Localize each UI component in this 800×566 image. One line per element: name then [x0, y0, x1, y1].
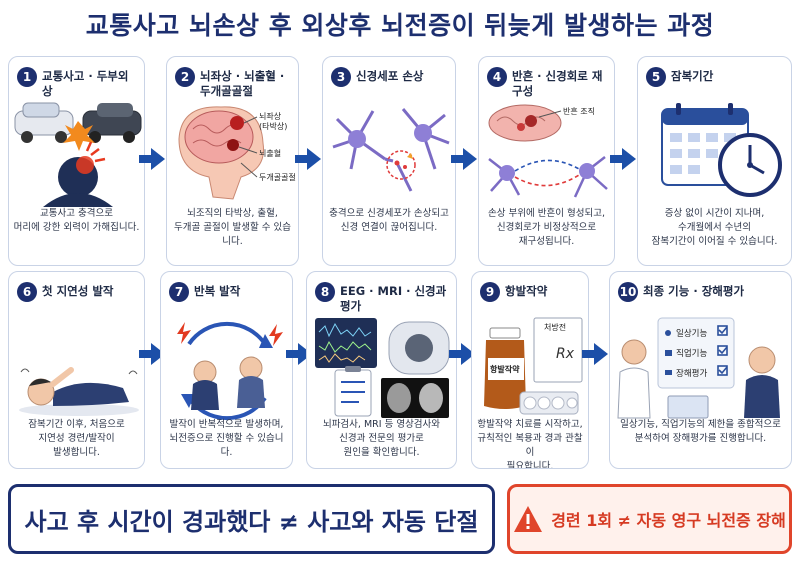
warning-text: 경련 1회 ≠ 자동 영구 뇌전증 장해 — [551, 511, 786, 530]
checklist-daily: 일상기능 — [676, 328, 707, 339]
step-number: 3 — [331, 67, 351, 87]
step-desc: 항발작약 치료를 시작하고, 규칙적인 복용과 경과 관찰이 필요합니다. — [477, 419, 583, 469]
step-label: EEG · MRI · 신경과 평가 — [340, 284, 447, 313]
page-title: 교통사고 뇌손상 후 외상후 뇌전증이 뒤늦게 발생하는 과정 — [85, 11, 715, 40]
step-label: 교통사고 · 두부외상 — [42, 69, 129, 98]
step-label: 최종 기능 · 장해평가 — [643, 284, 745, 298]
medication-illustration: 처방전 Rx 항발작약 — [484, 317, 583, 415]
key-message-text: 사고 후 시간이 경과했다 ≠ 사고와 자동 단절 — [24, 507, 479, 536]
warning-icon — [514, 506, 543, 532]
step-label: 반흔 · 신경회로 재구성 — [512, 69, 603, 98]
step-label: 잠복기간 — [671, 69, 714, 83]
step-desc: 일상기능, 직업기능의 제한을 종합적으로 분석하여 장해평가를 진행합니다. — [620, 419, 781, 444]
step-number: 7 — [169, 282, 189, 302]
eeg-mri-illustration — [315, 318, 450, 418]
step-card-9: 9 항발작약 처방전 Rx 항발작약 항발작약 치료를 시작하고, 규칙적인 복용… — [471, 271, 589, 469]
key-message-banner: 사고 후 시간이 경과했다 ≠ 사고와 자동 단절 — [8, 484, 495, 554]
step-number: 10 — [618, 282, 638, 302]
callout-contusion: 뇌좌상 — [259, 111, 282, 121]
step-number: 4 — [487, 67, 507, 87]
callout-scar: 반흔 조직 — [563, 106, 595, 116]
step-desc: 증상 없이 시간이 지나며, 수개월에서 수년의 잠복기간이 이어질 수 있습니… — [651, 208, 778, 247]
step-desc: 손상 부위에 반흔이 형성되고, 신경회로가 비정상적으로 재구성됩니다. — [488, 208, 605, 247]
step-card-7: 7 반복 발작 발작이 반복적으로 발생하며, 뇌전증으로 진행할 수 있습니다. — [160, 271, 293, 469]
step-number: 9 — [480, 282, 500, 302]
neuron-damage-illustration — [332, 108, 450, 192]
step-card-3: 3 신경세포 손상 충격으로 신경세포가 손상되고 신경 연결이 끊어집니다. — [322, 56, 456, 266]
step-number: 1 — [17, 67, 37, 87]
step-desc: 교통사고 충격으로 머리에 강한 외력이 가해집니다. — [13, 208, 140, 233]
prescription-title: 처방전 — [544, 322, 566, 332]
flow-arrow — [139, 148, 165, 170]
car-crash-illustration — [14, 102, 142, 207]
step-label: 뇌좌상 · 뇌출혈 · 두개골골절 — [200, 69, 285, 98]
step-label: 항발작약 — [505, 284, 548, 298]
bottle-label: 항발작약 — [490, 364, 520, 374]
step-desc: 발작이 반복적으로 발생하며, 뇌전증으로 진행할 수 있습니다. — [169, 419, 284, 458]
step-label: 첫 지연성 발작 — [42, 284, 114, 298]
flow-arrow — [295, 148, 321, 170]
flow-arrow — [610, 148, 636, 170]
callout-fracture: 두개골골절 — [259, 172, 296, 182]
flow-arrow — [451, 148, 477, 170]
step-number: 8 — [315, 282, 335, 302]
step-desc: 충격으로 신경세포가 손상되고 신경 연결이 끊어집니다. — [329, 208, 449, 233]
repeated-seizure-illustration — [177, 321, 283, 421]
warning-banner: 경련 1회 ≠ 자동 영구 뇌전증 장해 — [507, 484, 792, 554]
step-card-5: 5 잠복기간 증상 없이 시간이 지나며, 수개월에서 수년의 잠복기간이 이어질… — [637, 56, 792, 266]
step-desc: 뇌조직의 타박상, 출혈, 두개골 골절이 발생할 수 있습니다. — [174, 208, 291, 247]
callout-contusion-sub: (타박상) — [259, 121, 287, 131]
step-number: 5 — [646, 67, 666, 87]
seizure-person-illustration — [19, 367, 139, 416]
step-number: 2 — [175, 67, 195, 87]
brain-injury-illustration: 뇌좌상 (타박상) 뇌출혈 두개골골절 — [178, 106, 296, 200]
rx-symbol: Rx — [556, 346, 575, 362]
calendar-clock-illustration — [661, 103, 782, 197]
callout-hemorrhage: 뇌출혈 — [259, 148, 281, 158]
step-desc: 뇌파검사, MRI 등 영상검사와 신경과 전문의 평가로 원인을 확인합니다. — [322, 419, 441, 458]
evaluation-consult-illustration: 일상기능 직업기능 장해평가 — [617, 317, 780, 419]
checklist-disability: 장해평가 — [676, 368, 707, 379]
step-card-6: 6 첫 지연성 발작 잠복기간 이후, 처음으로 지연성 경련/발작이 발생합니다… — [8, 271, 145, 469]
step-desc: 잠복기간 이후, 처음으로 지연성 경련/발작이 발생합니다. — [28, 419, 125, 458]
step-label: 반복 발작 — [194, 284, 241, 298]
step-number: 6 — [17, 282, 37, 302]
flow-arrow — [582, 343, 608, 365]
step-card-10: 10 최종 기능 · 장해평가 일상기능 직업기능 장해평가 일상기능, 직업기능… — [609, 271, 792, 469]
checklist-job: 직업기능 — [676, 348, 707, 359]
step-label: 신경세포 손상 — [356, 69, 424, 83]
scar-rewiring-illustration: 반흔 조직 — [488, 104, 608, 198]
